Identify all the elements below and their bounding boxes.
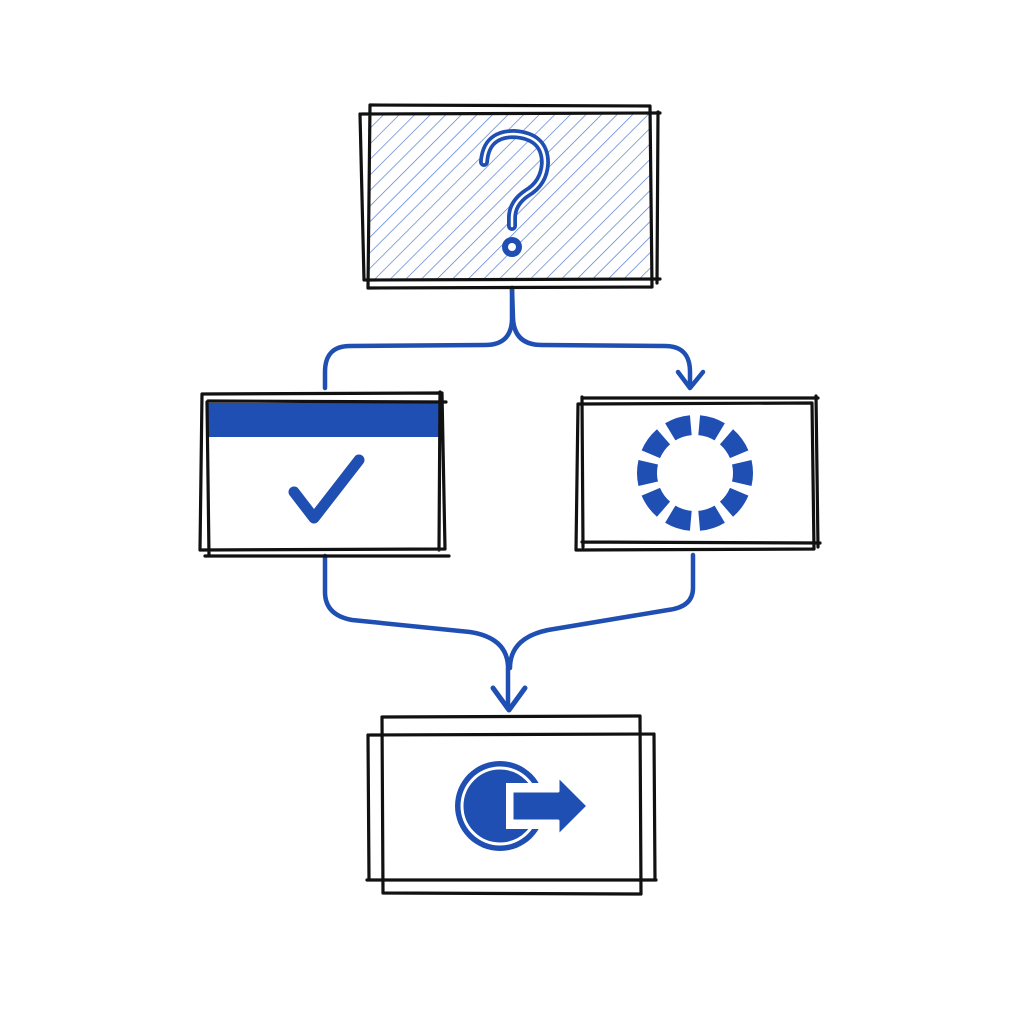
arrowhead-to-exit bbox=[490, 685, 528, 713]
connectors bbox=[322, 285, 706, 713]
edge-success-to-exit bbox=[322, 553, 511, 708]
exit-box-outline bbox=[365, 714, 658, 896]
spinner-segment bbox=[732, 459, 754, 487]
edge-decision-to-success bbox=[322, 285, 515, 391]
decision-box-outline bbox=[358, 103, 662, 290]
spinner-segment bbox=[665, 415, 692, 441]
spinner-segment bbox=[698, 505, 725, 531]
spinner-segment bbox=[719, 429, 749, 459]
arrowhead-to-loading bbox=[675, 369, 706, 391]
checkmark-icon bbox=[288, 454, 365, 524]
node-loading bbox=[574, 394, 822, 552]
success-box-outline bbox=[198, 390, 451, 558]
edge-loading-to-exit bbox=[507, 552, 696, 671]
spinner-segment bbox=[665, 505, 692, 531]
spinner-segment bbox=[641, 429, 671, 459]
success-header-bar bbox=[208, 403, 441, 437]
node-exit bbox=[365, 714, 658, 896]
spinner-segment bbox=[641, 487, 671, 517]
spinner-segment bbox=[698, 415, 725, 441]
loading-spinner-icon bbox=[637, 415, 754, 531]
spinner-segment bbox=[719, 487, 749, 517]
node-decision bbox=[358, 103, 662, 290]
question-mark-icon bbox=[479, 129, 550, 257]
spinner-segment bbox=[637, 459, 658, 487]
exit-arrow-icon bbox=[455, 761, 590, 851]
loading-box-outline bbox=[574, 394, 822, 552]
edge-decision-to-loading bbox=[509, 285, 693, 387]
node-success bbox=[198, 390, 451, 558]
